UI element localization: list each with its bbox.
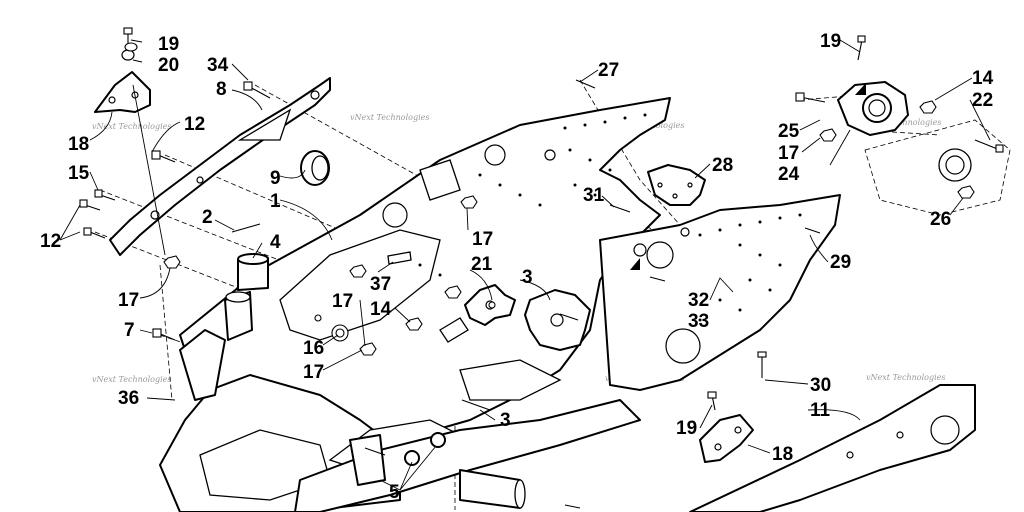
watermark-text: vNext Technologies xyxy=(92,375,171,384)
watermark-text: vNext Technologies xyxy=(866,373,945,382)
gear-plate-part xyxy=(524,289,591,351)
callout-36: 36 xyxy=(118,388,139,409)
callout-19: 19 xyxy=(820,31,841,52)
callout-28: 28 xyxy=(712,155,733,176)
callout-3: 3 xyxy=(500,410,511,431)
callout-24: 24 xyxy=(778,164,800,185)
main-chassis-frame xyxy=(159,97,841,512)
callout-19: 19 xyxy=(158,34,179,55)
callout-16: 16 xyxy=(303,338,324,359)
callout-14: 14 xyxy=(972,68,994,89)
callout-3: 3 xyxy=(522,267,533,288)
ghost-bracket-outline xyxy=(864,119,1011,216)
callout-27: 27 xyxy=(598,60,619,81)
callout-21: 21 xyxy=(471,254,493,275)
bushing-part xyxy=(237,253,269,291)
slot-bracket-part xyxy=(387,251,412,265)
callout-14: 14 xyxy=(370,299,392,320)
callout-22: 22 xyxy=(972,90,993,111)
callout-12: 12 xyxy=(184,114,205,135)
callout-34: 34 xyxy=(207,55,229,76)
callout-18: 18 xyxy=(68,134,89,155)
callout-26: 26 xyxy=(930,209,951,230)
front-crossbar-part xyxy=(109,77,331,256)
callout-8: 8 xyxy=(216,79,227,100)
reference-arrow-icon xyxy=(855,83,866,95)
leader-lines xyxy=(59,39,991,491)
callout-7: 7 xyxy=(124,320,135,341)
watermark-text: vNext Technologies xyxy=(92,122,171,131)
hardware xyxy=(79,27,1004,509)
callout-17: 17 xyxy=(472,229,493,250)
frame-rivet-holes xyxy=(418,113,802,322)
steering-bracket-part xyxy=(94,49,166,256)
callout-17: 17 xyxy=(303,362,324,383)
callout-19: 19 xyxy=(676,418,697,439)
callout-4: 4 xyxy=(270,232,281,253)
bearing-flange-part xyxy=(837,81,909,136)
callout-17: 17 xyxy=(118,290,139,311)
watermark-text: vNext Technologies xyxy=(350,113,429,122)
callout-15: 15 xyxy=(68,163,90,184)
callout-29: 29 xyxy=(830,252,851,273)
lower-rail-part xyxy=(689,384,976,512)
callout-5: 5 xyxy=(389,482,400,503)
callout-17: 17 xyxy=(332,291,353,312)
callout-25: 25 xyxy=(778,121,800,142)
grommet-part xyxy=(300,150,330,186)
callout-20: 20 xyxy=(158,55,179,76)
spline-plate xyxy=(938,148,972,182)
spacer-parts xyxy=(349,317,526,509)
callout-18: 18 xyxy=(772,444,793,465)
callout-12: 12 xyxy=(40,231,61,252)
callouts: 19 20 34 8 18 12 15 12 9 1 2 4 17 7 36 2… xyxy=(40,31,994,503)
callout-9: 9 xyxy=(270,168,281,189)
callout-17: 17 xyxy=(778,143,799,164)
callout-31: 31 xyxy=(583,185,605,206)
callout-2: 2 xyxy=(202,207,213,228)
steering-post-part xyxy=(179,291,253,401)
bracket-part-lower xyxy=(699,414,754,463)
callout-1: 1 xyxy=(270,191,281,212)
reference-arrow-icon xyxy=(630,258,640,270)
callout-33: 33 xyxy=(688,311,709,332)
callout-11: 11 xyxy=(810,400,831,421)
callout-30: 30 xyxy=(810,375,831,396)
callout-37: 37 xyxy=(370,274,391,295)
star-bracket-part xyxy=(647,164,706,206)
callout-32: 32 xyxy=(688,290,709,311)
